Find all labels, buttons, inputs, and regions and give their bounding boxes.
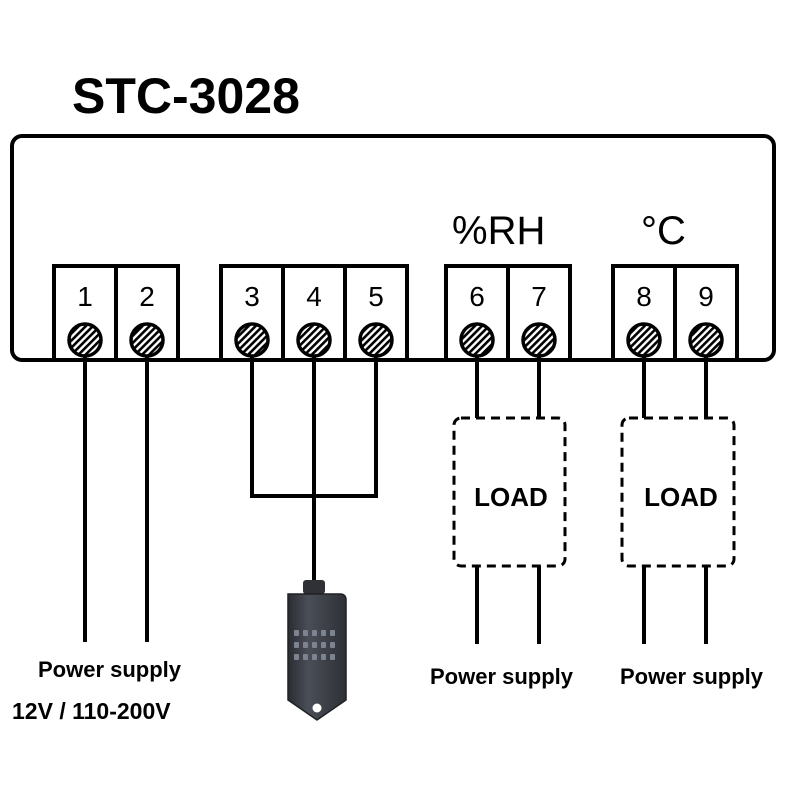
humidity-load-box: LOAD	[452, 416, 567, 568]
humidity-load-power-supply-label: Power supply	[430, 664, 574, 689]
device-model-title: STC-3028	[72, 68, 300, 124]
screw-icon	[688, 322, 724, 358]
screw-icon	[358, 322, 394, 358]
terminal-number: 6	[469, 281, 485, 312]
terminal-block-power	[52, 264, 180, 362]
terminal-number: 3	[244, 281, 260, 312]
main-voltage-label: 12V / 110-200V	[12, 698, 171, 724]
screw-icon	[296, 322, 332, 358]
terminal-number: 9	[698, 281, 714, 312]
humidity-sensor-probe-icon	[287, 580, 347, 721]
load-label: LOAD	[644, 482, 718, 512]
load-label: LOAD	[474, 482, 548, 512]
screw-icon	[459, 322, 495, 358]
screw-icon	[626, 322, 662, 358]
screw-icon	[234, 322, 270, 358]
terminal-number: 1	[77, 281, 93, 312]
humidity-group-label: %RH	[452, 209, 545, 253]
terminal-number: 4	[306, 281, 322, 312]
terminal-number: 2	[139, 281, 155, 312]
screw-icon	[129, 322, 165, 358]
temperature-group-label: °C	[641, 209, 686, 253]
terminal-number: 5	[368, 281, 384, 312]
temperature-load-box: LOAD	[620, 416, 736, 568]
temperature-load-power-supply-label: Power supply	[620, 664, 764, 689]
main-power-supply-label: Power supply	[38, 657, 182, 682]
screw-icon	[521, 322, 557, 358]
screw-icon	[67, 322, 103, 358]
terminal-number: 7	[531, 281, 547, 312]
terminal-number: 8	[636, 281, 652, 312]
